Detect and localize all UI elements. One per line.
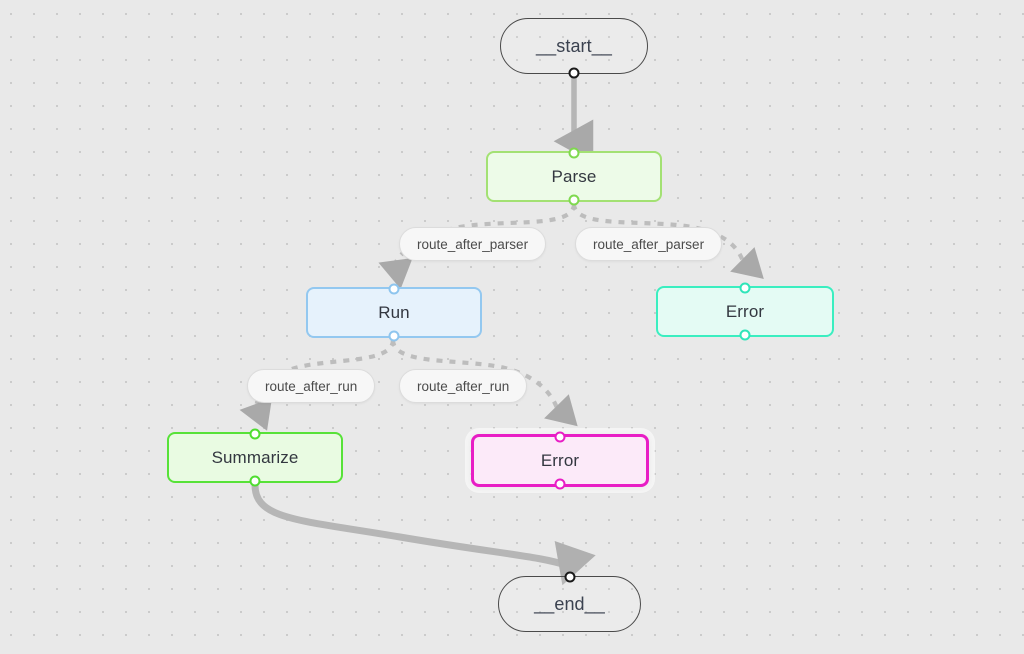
handle-end-top[interactable]: [564, 571, 575, 583]
node-error-magenta[interactable]: Error: [471, 431, 649, 490]
node-summarize-label: Summarize: [211, 447, 299, 467]
edge-label-parse-to-error-teal[interactable]: route_after_parser: [575, 227, 723, 261]
node-parse[interactable]: Parse: [486, 147, 662, 206]
handle-summarize-bottom[interactable]: [249, 475, 261, 487]
edge-summarize-to-end[interactable]: [251, 481, 596, 586]
handle-parse-bottom[interactable]: [568, 194, 580, 206]
node-end[interactable]: __end__: [498, 571, 641, 632]
node-run-label: Run: [378, 302, 410, 322]
handle-parse-top[interactable]: [568, 147, 580, 159]
handle-error-teal-top[interactable]: [739, 282, 751, 294]
handle-start-bottom[interactable]: [568, 67, 580, 79]
node-start[interactable]: __start__: [500, 18, 648, 79]
node-error-magenta-label: Error: [540, 450, 580, 470]
handle-summarize-top[interactable]: [249, 428, 261, 440]
node-parse-label: Parse: [551, 166, 597, 186]
handle-error-magenta-top[interactable]: [554, 431, 566, 443]
handle-error-teal-bottom[interactable]: [739, 329, 751, 341]
handle-error-magenta-bottom[interactable]: [554, 478, 566, 490]
node-summarize[interactable]: Summarize: [167, 428, 343, 487]
edge-label-run-to-error-magenta[interactable]: route_after_run: [399, 369, 528, 403]
handle-run-bottom[interactable]: [388, 330, 400, 342]
handle-run-top[interactable]: [388, 283, 400, 295]
node-run[interactable]: Run: [306, 283, 482, 342]
node-end-label: __end__: [534, 593, 605, 614]
edge-label-parse-to-run[interactable]: route_after_parser: [399, 227, 547, 261]
node-start-label: __start__: [536, 35, 612, 56]
node-error-teal[interactable]: Error: [656, 282, 834, 341]
edge-label-run-to-summarize[interactable]: route_after_run: [247, 369, 376, 403]
node-error-teal-label: Error: [725, 301, 765, 321]
